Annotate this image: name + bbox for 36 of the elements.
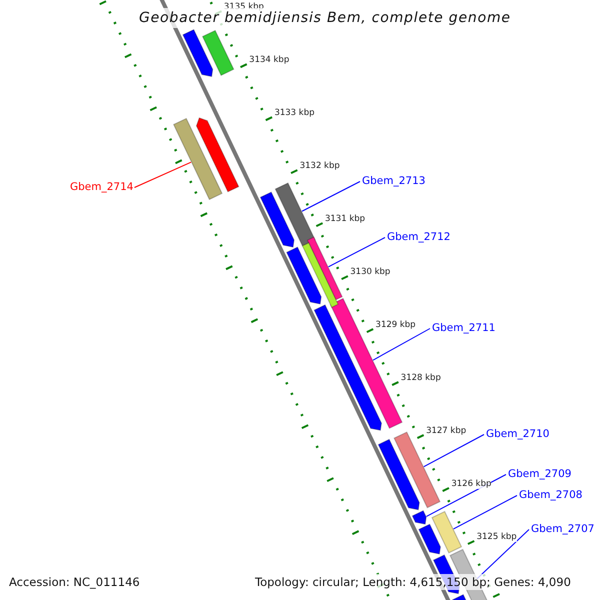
gene-label: Gbem_2707	[531, 523, 594, 536]
gene-bar	[286, 246, 322, 305]
gene-bar	[172, 118, 223, 200]
scale-label: 3128 kbp	[400, 372, 441, 383]
gene-label: Gbem_2710	[486, 428, 550, 441]
gene-bar	[431, 510, 462, 554]
scale-label: 3133 kbp	[274, 108, 314, 118]
info-text: Accession: NC_011146	[9, 574, 140, 590]
gene-label: Gbem_2713	[362, 175, 426, 188]
gene-bar	[378, 438, 420, 510]
scale-label: 3130 kbp	[350, 266, 390, 277]
scale-label: 3134 kbp	[249, 54, 290, 65]
leader-line	[301, 181, 360, 212]
gene-bar	[260, 191, 295, 248]
gene-label: Gbem_2711	[432, 322, 496, 335]
gene-bar	[418, 524, 441, 555]
scale-label: 3129 kbp	[376, 320, 416, 330]
gene-bar	[196, 117, 240, 192]
gene-bar	[302, 242, 339, 308]
scale-label: 3127 kbp	[426, 426, 466, 436]
scale-label: 3131 kbp	[324, 214, 366, 224]
leader-line	[134, 162, 192, 188]
gene-label: Gbem_2708	[519, 489, 582, 502]
scale-label: 3126 kbp	[451, 478, 492, 489]
scale-label: 3132 kbp	[300, 160, 340, 171]
gene-label: Gbem_2714	[70, 181, 134, 194]
gene-bar	[274, 182, 316, 247]
gene-label: Gbem_2712	[387, 231, 450, 244]
leader-line	[453, 495, 518, 530]
gene-bar	[202, 30, 234, 76]
gene-label: Gbem_2709	[508, 468, 572, 481]
scale-label: 3125 kbp	[476, 532, 517, 542]
leader-line	[372, 328, 430, 361]
leader-line	[423, 434, 484, 468]
leader-line	[328, 237, 386, 268]
gene-bar	[182, 28, 214, 78]
